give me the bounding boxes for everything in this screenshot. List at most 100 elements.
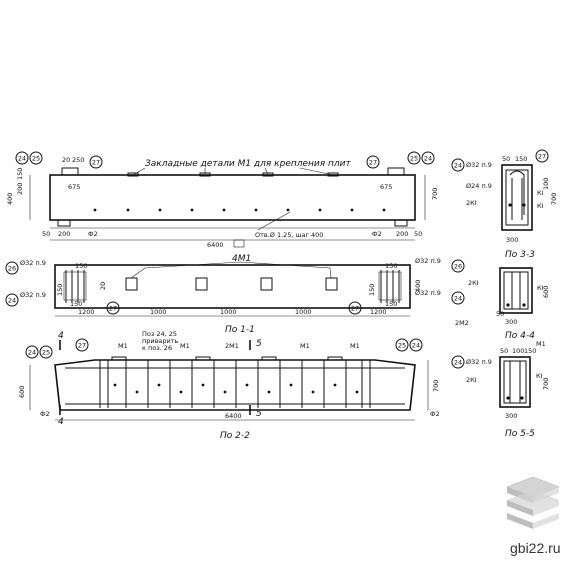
elevation-beam-outline [49, 174, 416, 221]
plan-callouts: 26 24 27 27 26 24 [5, 259, 465, 315]
svg-text:М1: М1 [536, 340, 546, 348]
section33-title: По 3-3 [505, 250, 535, 260]
svg-text:5: 5 [256, 339, 262, 349]
svg-text:1200: 1200 [78, 308, 95, 316]
svg-text:27: 27 [92, 159, 100, 167]
svg-text:М1: М1 [300, 342, 310, 350]
svg-text:200: 200 [58, 230, 70, 238]
section-3-3: 24 27 Ø32 п.9 Ø24 п.9 2КI КI КI 50 150 1… [451, 149, 558, 260]
svg-text:100: 100 [512, 347, 524, 355]
elevation-leaders [132, 167, 334, 231]
section22-stirrups [99, 360, 371, 408]
section44-outline [499, 267, 533, 314]
svg-text:Ø32 п.9: Ø32 п.9 [466, 358, 492, 366]
elevation-left-insert [61, 167, 79, 176]
svg-text:200: 200 [396, 230, 408, 238]
svg-text:24: 24 [454, 295, 462, 303]
svg-text:27: 27 [78, 342, 86, 350]
svg-text:Ø32 п.9: Ø32 п.9 [415, 257, 441, 265]
svg-text:300: 300 [505, 412, 517, 420]
svg-text:КI: КI [537, 189, 544, 197]
section33-hook [509, 170, 525, 215]
svg-text:М1: М1 [180, 342, 190, 350]
plan-title: По 1-1 [225, 325, 255, 335]
section22-plates [111, 356, 343, 361]
section22-total-length: 6400 [225, 412, 242, 420]
svg-text:2М2: 2М2 [455, 319, 469, 327]
svg-text:700: 700 [550, 193, 558, 205]
svg-text:600: 600 [18, 386, 26, 398]
svg-text:1000: 1000 [150, 308, 167, 316]
svg-text:2КI: 2КI [466, 199, 477, 207]
svg-text:150: 150 [385, 262, 397, 270]
svg-text:300: 300 [506, 236, 518, 244]
svg-text:к поз. 26: к поз. 26 [142, 344, 172, 352]
svg-text:25: 25 [32, 155, 40, 163]
svg-text:5: 5 [256, 409, 262, 419]
svg-text:150: 150 [385, 300, 397, 308]
plan-label: 4М1 [232, 254, 251, 264]
plan-right-rebar [378, 270, 402, 303]
svg-text:27: 27 [351, 305, 359, 313]
elevation-callouts: 24 25 27 27 25 24 [15, 151, 435, 169]
plan-outline [54, 264, 411, 309]
svg-text:27: 27 [369, 159, 377, 167]
svg-text:приварить: приварить [142, 337, 179, 345]
plan-label-leader [130, 261, 332, 279]
svg-text:Ø32 п.9: Ø32 п.9 [20, 259, 46, 267]
svg-text:М1: М1 [350, 342, 360, 350]
svg-text:24: 24 [28, 349, 36, 357]
svg-text:24: 24 [454, 162, 462, 170]
svg-text:Ø32 п.9: Ø32 п.9 [415, 289, 441, 297]
site-logo [506, 476, 560, 529]
svg-text:Поз 24, 25: Поз 24, 25 [142, 330, 177, 338]
svg-text:26: 26 [454, 263, 462, 271]
svg-text:100: 100 [542, 178, 550, 190]
svg-text:27: 27 [109, 305, 117, 313]
svg-text:400: 400 [6, 193, 14, 205]
svg-text:2КI: 2КI [466, 376, 477, 384]
svg-text:675: 675 [68, 183, 80, 191]
svg-text:150: 150 [56, 284, 64, 296]
svg-text:Ф2: Ф2 [88, 230, 98, 238]
svg-text:50: 50 [502, 155, 510, 163]
svg-text:150: 150 [70, 300, 82, 308]
section55-outline [499, 356, 531, 408]
elevation-note: Закладные детали М1 для крепления плит [145, 159, 352, 169]
elevation-right-pad [394, 219, 408, 227]
elevation-holes [93, 208, 386, 212]
svg-text:М1: М1 [118, 342, 128, 350]
svg-text:150: 150 [368, 284, 376, 296]
svg-text:25: 25 [42, 349, 50, 357]
svg-text:2КI: 2КI [468, 279, 479, 287]
svg-text:КI: КI [537, 284, 544, 292]
svg-text:150: 150 [75, 262, 87, 270]
svg-text:150: 150 [515, 155, 527, 163]
section22-callouts: 24 25 27 25 24 [25, 338, 423, 359]
svg-text:24: 24 [18, 155, 26, 163]
svg-text:24: 24 [412, 342, 420, 350]
section44-title: По 4-4 [505, 331, 535, 341]
svg-text:24: 24 [454, 359, 462, 367]
svg-text:24: 24 [424, 155, 432, 163]
svg-text:20: 20 [62, 156, 70, 164]
svg-text:Ø32 п.9: Ø32 п.9 [466, 161, 492, 169]
svg-text:50: 50 [496, 310, 504, 318]
svg-text:27: 27 [538, 153, 546, 161]
svg-text:700: 700 [542, 378, 550, 390]
svg-text:150: 150 [524, 347, 536, 355]
svg-text:Ф2: Ф2 [40, 410, 50, 418]
svg-text:400: 400 [414, 280, 422, 292]
svg-text:25: 25 [398, 342, 406, 350]
svg-text:1200: 1200 [370, 308, 387, 316]
svg-text:4: 4 [58, 417, 64, 427]
elevation-left-pad [57, 219, 71, 227]
plan-left-rebar [63, 270, 87, 303]
svg-text:Ф2: Ф2 [430, 410, 440, 418]
svg-text:Ф2: Ф2 [372, 230, 382, 238]
svg-text:250: 250 [72, 156, 84, 164]
elevation-right-insert [387, 167, 405, 176]
elevation-height: 700 [431, 188, 439, 200]
svg-text:20: 20 [99, 282, 107, 290]
